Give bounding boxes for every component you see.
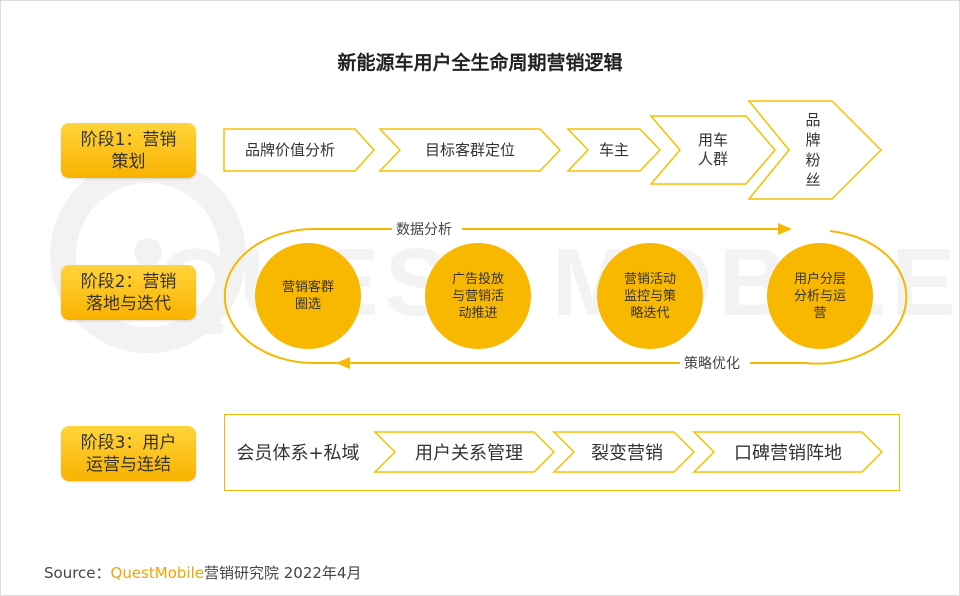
chevron-s3-3 — [692, 431, 884, 473]
chevron-step-1 — [223, 128, 376, 172]
step-label-3: 车主 — [598, 140, 629, 159]
source-prefix: Source： — [44, 564, 111, 582]
loop-label-strategy-optimization: 策略优化 — [680, 353, 744, 373]
s3-item-3: 裂变营销 — [591, 443, 663, 464]
chevron-step-4 — [649, 115, 776, 185]
stage-1-box: 阶段1：营销 策划 — [61, 123, 196, 178]
source-brand: QuestMobile — [110, 564, 204, 582]
circle-step-3: 营销活动 监控与策 略迭代 — [597, 243, 703, 349]
circle-step-4: 用户分层 分析与运 营 — [767, 243, 873, 349]
circle-step-2: 广告投放 与营销活 动推进 — [425, 243, 531, 349]
chevron-s3-1 — [373, 431, 556, 473]
loop-label-data-analysis: 数据分析 — [392, 219, 456, 239]
arrowhead-top-icon — [778, 223, 792, 235]
stage-2-box: 阶段2：营销 落地与迭代 — [61, 265, 196, 320]
stage-3-box: 阶段3：用户 运营与连结 — [61, 426, 196, 481]
step-label-5: 品 牌 粉 丝 — [805, 111, 821, 189]
step-label-2: 目标客群定位 — [424, 140, 515, 159]
diagram-title: 新能源车用户全生命周期营销逻辑 — [337, 52, 623, 74]
s3-item-4: 口碑营销阵地 — [734, 443, 842, 464]
step-label-1: 品牌价值分析 — [244, 140, 335, 159]
loop-left-arc — [223, 228, 400, 364]
chevron-s3-2 — [552, 431, 696, 473]
s3-item-2: 用户关系管理 — [415, 443, 523, 464]
circle-step-1: 营销客群 圈选 — [255, 243, 361, 349]
chevron-step-5 — [747, 100, 883, 200]
chevron-step-3 — [566, 128, 662, 172]
source-line: Source：QuestMobile营销研究院 2022年4月 — [44, 562, 361, 583]
stage-3-container — [224, 414, 900, 491]
s3-item-1: 会员体系+私域 — [236, 443, 360, 464]
step-label-4: 用车 人群 — [697, 131, 728, 168]
arrowhead-bottom-icon — [336, 357, 350, 369]
chevron-step-2 — [378, 128, 562, 172]
source-suffix: 营销研究院 2022年4月 — [203, 564, 362, 582]
